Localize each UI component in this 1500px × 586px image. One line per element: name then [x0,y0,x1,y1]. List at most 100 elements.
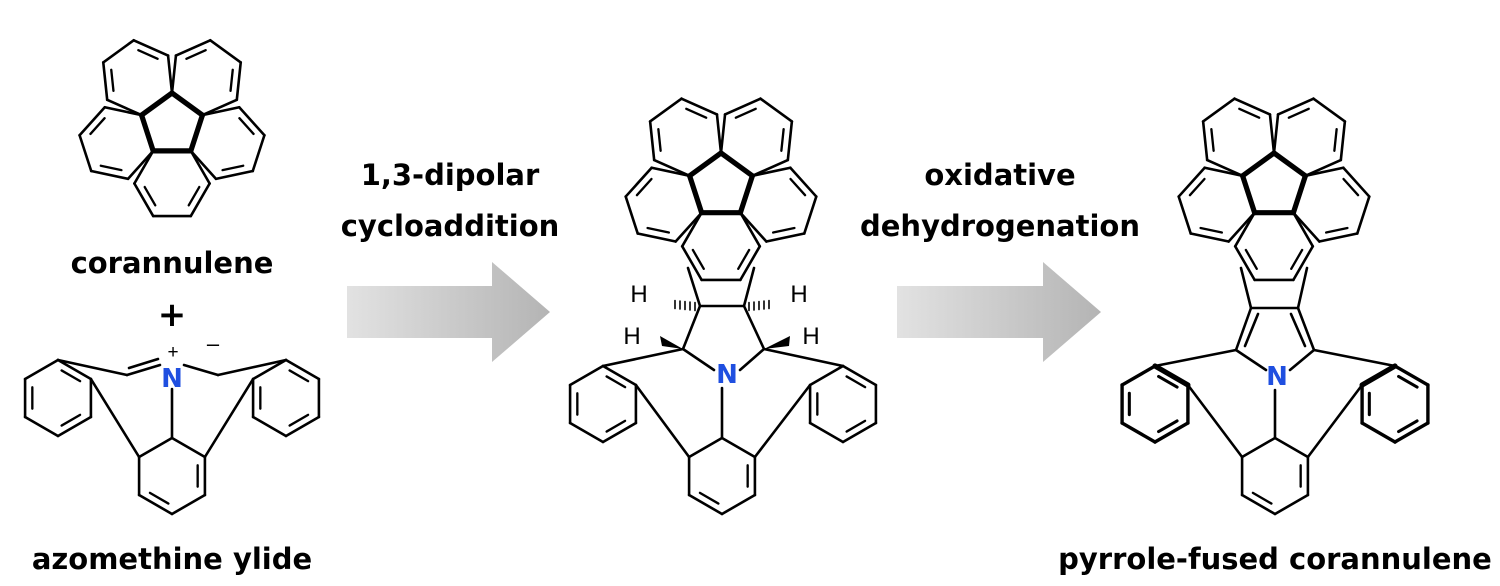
double-bond-inner [1157,419,1179,434]
rim-bond [214,169,255,181]
hub-bond [138,112,156,154]
rim-bond [652,158,691,178]
ring-bond [601,364,638,387]
double-bond-inner [1324,226,1349,234]
ring-bond [1393,364,1430,387]
rim-bond [105,98,143,117]
bold-bond [1359,363,1398,388]
double-bond-inner [691,248,705,271]
double-bond-inner [1199,226,1224,234]
reaction-arrow-1 [347,262,550,362]
rim-bond [1177,195,1192,235]
double-bond-inner [187,185,201,207]
bond [742,304,766,351]
double-bond-inner [698,491,720,505]
rim-bond [1268,113,1276,155]
bond [182,363,220,377]
bond [1288,348,1316,372]
double-bond-inner [1333,127,1338,152]
rim-bond [189,182,211,218]
double-bond-inner [1397,419,1419,434]
label-pyrrole-fused-corannulene: pyrrole-fused corannulene [1058,542,1492,576]
double-bond-inner [1342,177,1360,197]
atom-h-bottom-right: H [802,323,819,350]
bond [1312,348,1397,368]
double-bond-inner [845,375,867,389]
rim-bond [650,166,691,178]
ring-bond [23,415,60,438]
atom-h-top-left: H [630,281,647,308]
double-bond-inner [229,68,234,93]
ring-bond [568,364,605,387]
rim-bond [201,105,241,117]
wedge-bond [764,336,790,349]
ring-bond [1120,364,1157,387]
ring-bond [841,421,878,444]
ring-bond [720,436,757,459]
bond [1243,312,1260,348]
rim-bond [174,38,212,57]
bond [1234,306,1253,352]
ring-bond [284,415,321,438]
rim-bond [1292,211,1315,248]
rim-bond [1203,166,1244,178]
ring-bond [720,493,757,516]
bond [634,383,691,459]
atom-n-product: N [1266,362,1288,392]
wedge-bond [660,336,683,349]
ring-bond [841,364,878,387]
bond [1296,266,1309,310]
atom-n-cycloadduct: N [716,360,738,390]
ring-bond [137,493,174,516]
hub-bond [169,90,206,118]
double-bond-inner [734,107,757,119]
double-bond-inner [110,68,115,93]
atom-n-ylide: N [161,364,183,394]
rim-bond [208,38,243,64]
bold-bond [1152,363,1191,388]
ring-bond [808,364,845,387]
label-step2-line2: dehydrogenation [860,209,1140,243]
double-bond-inner [646,226,671,234]
rim-bond [789,166,818,198]
rim-bond [201,98,239,117]
bond [1289,312,1307,348]
bond [762,347,845,368]
bond [56,358,129,377]
label-step2-line1: oxidative [924,158,1075,192]
rim-bond [680,244,703,282]
double-bond-inner [60,369,82,383]
rim-bond [739,211,762,248]
ring-bond [687,493,724,516]
rim-bond [1201,97,1236,123]
ring-bond [1120,421,1157,444]
label-plus: + [158,295,187,335]
rim-bond [133,149,155,185]
hub-bond [1240,150,1277,179]
rim-bond [648,120,656,162]
rim-bond [1177,166,1206,198]
rim-bond [170,54,178,95]
double-bond-inner [1210,127,1215,152]
rim-bond [101,38,136,64]
double-bond-inner [143,185,157,207]
ring-bond [601,421,638,444]
bond [203,377,255,459]
rim-bond [1304,166,1345,178]
bond [681,304,702,351]
hub-bond [188,112,206,154]
rim-bond [103,105,143,117]
rim-bond [237,105,266,137]
ring-bond [1393,421,1430,444]
rim-bond [1304,158,1343,178]
rim-bond [189,149,218,181]
double-bond-inner [737,248,751,271]
rim-bond [1233,244,1256,282]
bond [1306,383,1364,459]
double-bond-inner [657,127,662,152]
azomethine-ylide-structure [23,357,321,516]
ring-bond [23,358,60,381]
hub-bond [138,90,175,118]
hub-bond [737,173,755,216]
rim-bond [101,61,109,102]
